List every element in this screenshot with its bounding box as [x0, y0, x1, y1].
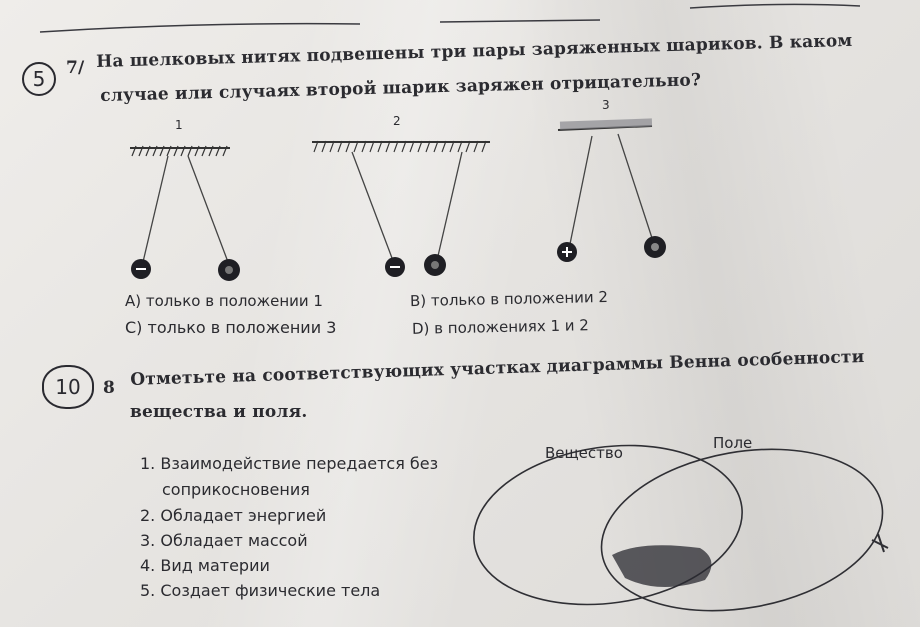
- list-item-2: 2. Обладает энергией: [140, 506, 327, 525]
- venn-label-field: Поле: [713, 434, 753, 452]
- list-item-1: 1. Взаимодействие передается без: [140, 454, 439, 473]
- position-label-3: 3: [602, 98, 610, 112]
- venn-intersection-scribble: [612, 545, 712, 588]
- answer-option-c[interactable]: С) только в положении 3: [125, 318, 337, 337]
- ceiling-hatch-1: [131, 145, 228, 157]
- top-handwritten-line-mid: [439, 19, 601, 23]
- answer-option-d[interactable]: D) в положениях 1 и 2: [411, 316, 590, 338]
- pendulum-pair-1: [130, 145, 240, 281]
- thread-3a: [569, 135, 593, 245]
- venn-diagram: [473, 444, 889, 612]
- top-handwritten-line-left: [39, 22, 361, 33]
- thread-1a: [142, 155, 169, 263]
- list-item-4: 4. Вид материи: [140, 556, 270, 575]
- question-number-8: 8: [103, 378, 116, 398]
- top-handwritten-line-right: [689, 3, 861, 9]
- venn-ellipse-field: [600, 448, 884, 612]
- thread-2b: [437, 151, 463, 257]
- thread-2a: [351, 151, 393, 259]
- thread-3b: [617, 133, 653, 239]
- list-item-1-cont: соприкосновения: [162, 480, 310, 499]
- question-circle-10: 10: [42, 365, 94, 409]
- pendulum-pair-3: [557, 118, 666, 262]
- venn-label-substance: Вещество: [545, 444, 623, 462]
- position-label-1: 1: [175, 118, 183, 132]
- question-number-7: 7/: [66, 58, 85, 78]
- answer-option-a[interactable]: А) только в положении 1: [125, 292, 323, 310]
- venn-mark: [871, 533, 889, 553]
- thread-1b: [187, 155, 229, 263]
- list-item-5: 5. Создает физические тела: [140, 581, 381, 600]
- ceiling-hatch-2: [313, 140, 487, 153]
- question-10-text-line2: вещества и поля.: [130, 402, 308, 422]
- question-circle-5: 5: [22, 62, 56, 96]
- position-label-2: 2: [393, 114, 401, 128]
- venn-ellipse-substance: [473, 444, 743, 606]
- pendulum-pair-2: [312, 140, 490, 277]
- list-item-3: 3. Обладает массой: [140, 531, 308, 550]
